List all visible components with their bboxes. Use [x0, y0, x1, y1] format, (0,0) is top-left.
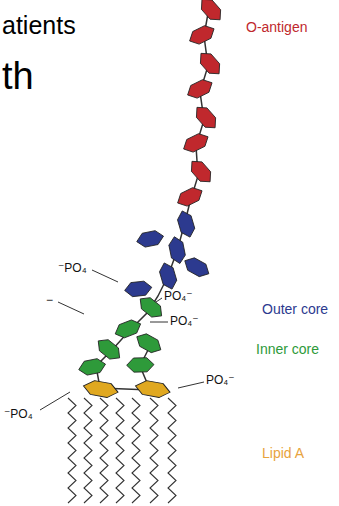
fatty-acid-chain: [116, 398, 124, 503]
fatty-acid-chain: [168, 398, 176, 503]
phosphate-label: PO₄⁻: [206, 374, 235, 387]
fatty-acid-chain: [132, 398, 140, 503]
phosphate-label: PO₄⁻: [164, 290, 193, 303]
fatty-acid-chains: [68, 398, 176, 503]
outer-core-sugars: [123, 208, 212, 300]
backbone-line: [96, 2, 210, 390]
lipid-a-sugars: [82, 380, 171, 398]
inner-core-sugars: [77, 294, 167, 379]
phosphate-label: ⁻PO₄: [4, 408, 33, 421]
charge-label: −: [46, 294, 53, 307]
phosphate-label: ⁻PO₄: [58, 262, 87, 275]
region-label: Lipid A: [262, 446, 304, 461]
region-label: Inner core: [256, 342, 319, 357]
region-label: O-antigen: [246, 20, 307, 35]
fatty-acid-chain: [84, 398, 92, 503]
heading-fragment: th: [2, 56, 34, 98]
fatty-acid-chain: [100, 398, 108, 503]
o-antigen-sugars: [174, 0, 226, 211]
phosphate-label: PO₄⁻: [170, 315, 199, 328]
fatty-acid-chain: [150, 398, 158, 503]
phosphate-stubs: [40, 270, 204, 410]
heading-fragment: atients: [2, 12, 76, 40]
region-label: Outer core: [262, 302, 328, 317]
fatty-acid-chain: [68, 398, 76, 503]
